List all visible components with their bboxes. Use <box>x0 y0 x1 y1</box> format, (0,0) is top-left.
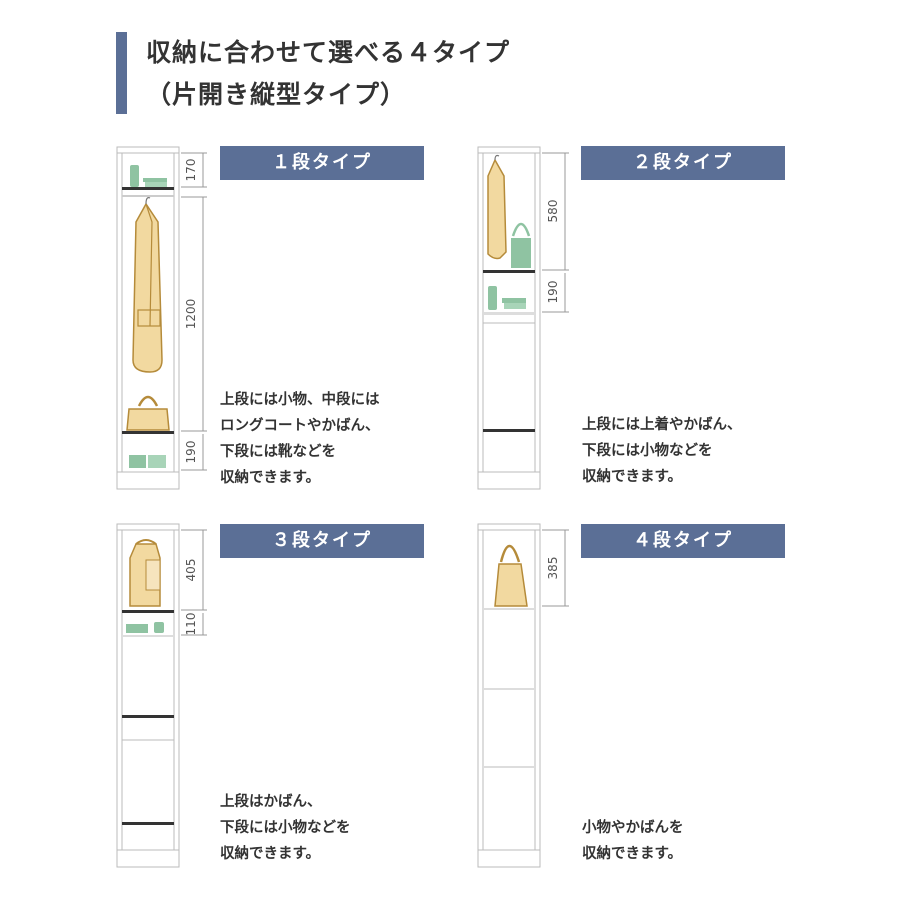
handbag-icon <box>129 539 161 607</box>
dimension-label: 190 <box>546 281 560 304</box>
tote-bag-icon <box>494 544 528 607</box>
jacket-icon <box>487 154 507 260</box>
long-coat-icon <box>132 197 163 373</box>
dimension-label: 110 <box>184 613 198 636</box>
dimension-label: 405 <box>184 559 198 582</box>
small-items-icon <box>130 165 167 187</box>
dimension-label: 385 <box>546 557 560 580</box>
type-4-badge: ４段タイプ <box>581 524 785 558</box>
shoes-icon <box>129 455 166 468</box>
small-items-icon <box>488 286 526 310</box>
type-3-description: 上段はかばん、 下段には小物などを 収納できます。 <box>220 794 351 862</box>
small-items-icon <box>126 622 164 633</box>
type-1-description: 上段には小物、中段には ロングコートやかばん、 下段には靴などを 収納できます。 <box>220 392 380 486</box>
type-1-badge: １段タイプ <box>220 146 424 180</box>
type-2-description: 上段には上着やかばん、 下段には小物などを 収納できます。 <box>582 417 742 485</box>
type-3-badge: ３段タイプ <box>220 524 424 558</box>
dimension-label: 190 <box>184 441 198 464</box>
type-2-badge: ２段タイプ <box>581 146 785 180</box>
page-subtitle: （片開き縦型タイプ） <box>146 80 407 109</box>
dimension-label: 580 <box>546 200 560 223</box>
handbag-icon <box>126 395 170 431</box>
dimension-label: 170 <box>184 159 198 182</box>
title-accent-bar <box>116 32 127 114</box>
tote-bag-icon <box>511 222 531 268</box>
type-4-description: 小物やかばんを 収納できます。 <box>582 820 684 862</box>
page-title: 収納に合わせて選べる４タイプ <box>146 38 511 67</box>
dimension-label: 1200 <box>184 299 198 330</box>
